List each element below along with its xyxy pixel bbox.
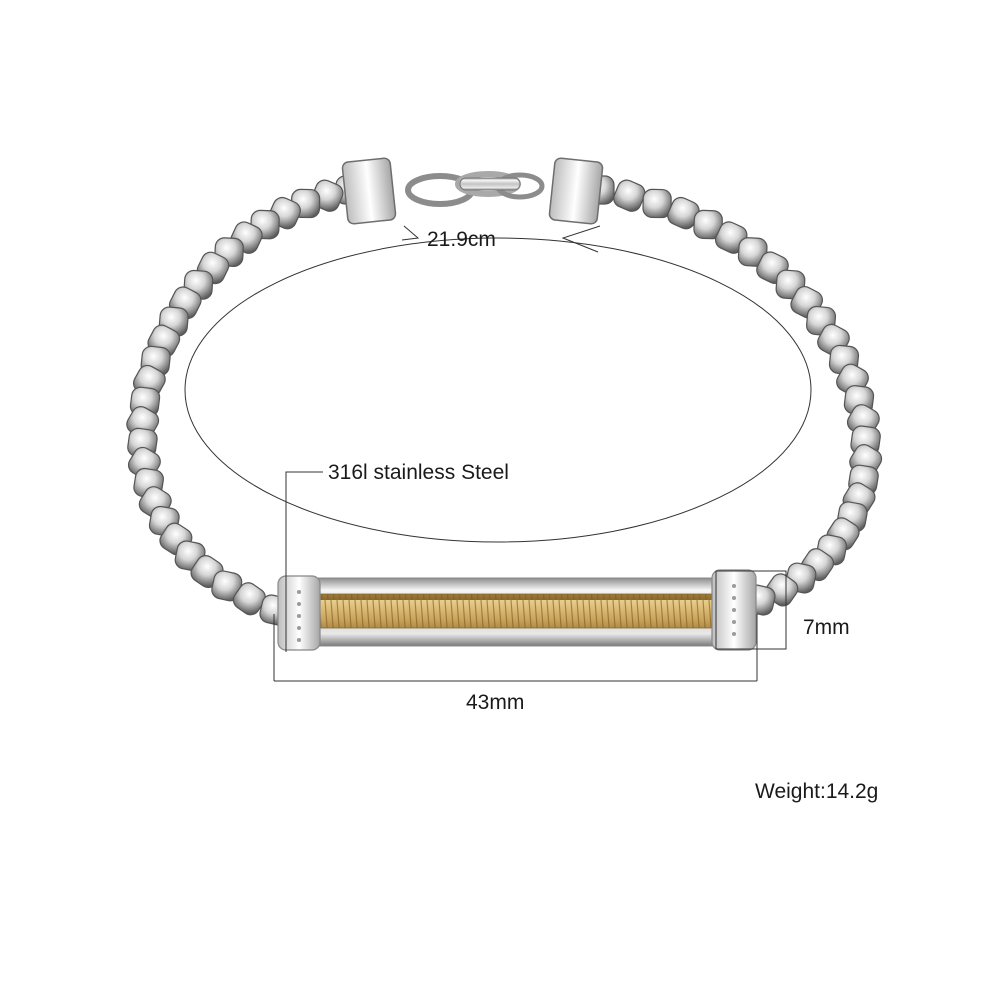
bar-pendant [277, 569, 757, 651]
chain-link [613, 179, 646, 212]
bar-width-label: 7mm [803, 616, 850, 639]
dimension-lines [273, 471, 787, 682]
material-label: 316l stainless Steel [328, 461, 509, 484]
circumference-arrows [401, 225, 601, 253]
bar-length-label: 43mm [466, 691, 525, 714]
weight-label: Weight:14.2g [755, 780, 879, 803]
chain-link [642, 188, 672, 219]
circumference-label: 21.9cm [427, 228, 496, 251]
circumference-ellipse [184, 237, 812, 543]
clasp [341, 157, 604, 225]
chain [126, 175, 883, 626]
